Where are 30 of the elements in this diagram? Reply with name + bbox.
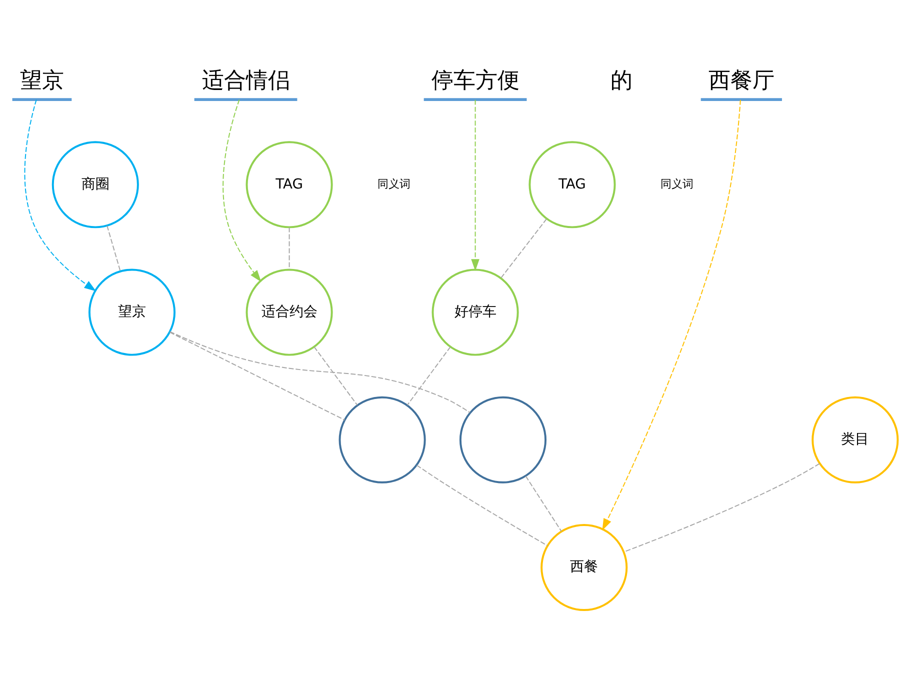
connector [500,218,547,279]
node-circle: 望京 [88,268,176,356]
connector [106,225,121,272]
node-circle: 西餐 [540,524,628,612]
arrow [602,99,741,530]
connector [406,346,451,406]
connector [314,346,358,406]
connector [288,226,290,270]
connector [170,331,470,414]
label: 的 [610,68,633,94]
arrow [222,99,262,282]
node-circle: TAG [528,141,616,228]
connector [623,463,820,552]
node-circle: 类目 [812,396,899,484]
label: 同义词 [660,177,694,190]
node-circle [459,396,546,484]
connector [525,476,562,532]
node-circle: 好停车 [432,268,519,356]
label: 同义词 [378,177,411,190]
node-text: 停车方便 [431,68,520,94]
node-circle: 商圈 [52,141,139,228]
node-circle [338,396,426,484]
node-circle: TAG [246,141,333,228]
connector [169,332,346,420]
arrow [471,99,480,271]
arrow [24,99,96,292]
node-text: 适合情侣 [202,68,290,94]
node-text: 望京 [20,68,64,94]
node-text: 西餐厅 [708,68,774,94]
connector [416,464,548,546]
